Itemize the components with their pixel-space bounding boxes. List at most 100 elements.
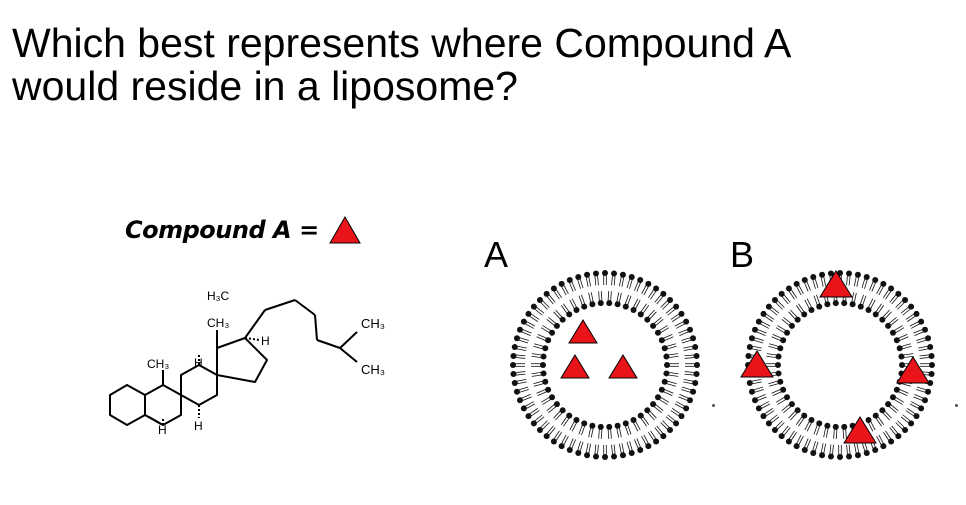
lipid-head	[879, 407, 886, 414]
lipid-head	[888, 438, 895, 445]
lipid-head	[863, 273, 870, 280]
lipid-head	[794, 316, 801, 323]
lipid-head	[654, 329, 661, 336]
lipid-head	[510, 352, 517, 359]
lipid-head	[832, 423, 839, 430]
lipid-head	[865, 417, 872, 424]
lipid-head	[928, 371, 935, 378]
lipid-head	[896, 345, 903, 352]
lipid-head	[650, 401, 657, 408]
lipid-head	[653, 285, 660, 292]
lipid-head	[841, 423, 848, 430]
lipid-head	[530, 420, 537, 427]
lipid-head	[622, 420, 629, 427]
lipid-head	[687, 397, 693, 404]
stray-dot	[712, 404, 715, 407]
lipid-head	[678, 413, 685, 420]
lipid-head	[872, 412, 879, 419]
lipid-head	[575, 273, 582, 280]
lipid-head	[614, 301, 621, 308]
lipid-head	[683, 318, 690, 325]
label-ch3-left: CH₃	[147, 357, 169, 371]
lipid-head	[918, 405, 925, 412]
lipid-head	[780, 337, 787, 344]
lipid-head	[592, 270, 599, 277]
lipid-head	[658, 386, 665, 393]
lipid-head	[929, 362, 935, 368]
lipid-head	[619, 271, 626, 278]
lipid-head	[637, 277, 644, 283]
compound-a-structure: H₃C CH₃ CH₃ H H H H CH₃ CH₃	[109, 289, 385, 437]
lipid-head	[908, 303, 915, 310]
lipid-head	[922, 397, 928, 404]
lipid-head	[553, 322, 560, 329]
lipid-head	[584, 452, 591, 459]
lipid-head	[902, 296, 909, 303]
lipid-head	[872, 277, 879, 283]
option-b-letter: B	[730, 234, 755, 275]
lipid-head	[637, 412, 644, 419]
lipid-head	[748, 388, 755, 395]
lipid-head	[849, 301, 856, 308]
lipid-head	[788, 401, 795, 408]
lipid-head	[661, 378, 668, 385]
lipid-head	[788, 322, 795, 329]
lipid-head	[575, 450, 582, 457]
lipid-head	[794, 407, 801, 414]
lipid-head	[573, 417, 580, 424]
compound-legend: Compound A =	[125, 214, 363, 246]
lipid-head	[510, 371, 517, 378]
lipid-head	[928, 352, 935, 359]
lipid-head	[922, 326, 928, 333]
question-line-1: Which best represents where Compound A	[12, 20, 792, 66]
lipid-head	[775, 370, 782, 377]
lipid-head	[692, 379, 699, 386]
label-ch3-top: CH₃	[207, 316, 229, 330]
lipid-head	[841, 300, 848, 307]
lipid-head	[597, 300, 604, 307]
lipid-head	[885, 401, 892, 408]
lipid-head	[597, 423, 604, 430]
lipid-head	[592, 453, 599, 460]
lipid-head	[566, 412, 573, 419]
lipid-head	[854, 452, 861, 459]
lipid-head	[785, 438, 792, 445]
lipid-head	[816, 303, 823, 310]
lipid-head	[661, 345, 668, 352]
lipid-head	[602, 270, 608, 276]
lipid-head	[819, 271, 826, 278]
lipid-head	[885, 322, 892, 329]
lipid-head	[880, 280, 887, 287]
label-ch3-right-2: CH₃	[361, 362, 385, 377]
lipid-head	[925, 335, 932, 342]
stray-dot	[955, 404, 958, 407]
lipid-head	[566, 447, 573, 453]
lipid-head	[664, 362, 670, 368]
lipid-head	[687, 326, 693, 333]
lipid-head	[513, 335, 520, 342]
lipid-head	[645, 443, 652, 450]
lipid-head	[854, 271, 861, 278]
lipid-head	[895, 433, 902, 440]
lipid-head	[745, 352, 752, 359]
lipid-head	[628, 273, 635, 280]
lipid-head	[545, 337, 552, 344]
lipid-head	[517, 326, 523, 333]
compound-triangle	[843, 416, 877, 444]
lipid-head	[895, 290, 902, 297]
lipid-head	[513, 388, 520, 395]
lipid-head	[784, 394, 791, 401]
lipid-head	[559, 407, 566, 414]
lipid-head	[816, 420, 823, 427]
lipid-head	[683, 405, 690, 412]
option-a-letter: A	[484, 234, 509, 275]
lipid-head	[801, 447, 808, 453]
lipid-head	[678, 310, 685, 317]
lipid-head	[573, 306, 580, 313]
lipid-head	[801, 412, 808, 419]
lipid-head	[752, 326, 758, 333]
lipid-head	[863, 450, 870, 457]
lipid-head	[893, 386, 900, 393]
lipid-head	[550, 438, 557, 445]
lipid-head	[808, 417, 815, 424]
